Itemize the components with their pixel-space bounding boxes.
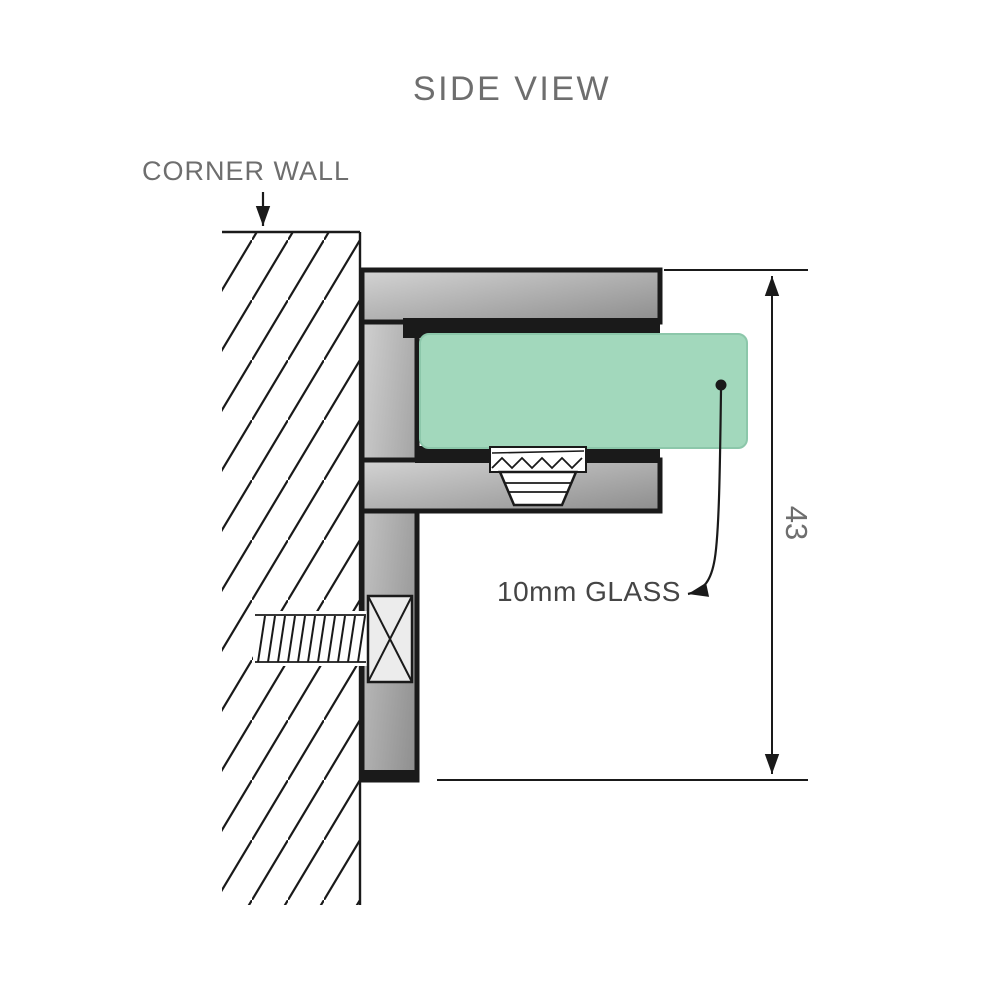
screw-thread xyxy=(277,615,286,663)
screw-thread xyxy=(347,615,356,663)
grub-screw-thread-zigzag xyxy=(491,456,583,470)
screw-thread xyxy=(267,615,276,663)
page-title: SIDE VIEW xyxy=(413,70,611,108)
corner-wall-label: CORNER WALL xyxy=(142,156,350,186)
leader-line xyxy=(687,389,723,597)
screw-thread xyxy=(337,615,346,663)
bracket-top-arm xyxy=(359,267,663,325)
grub-screw-cone xyxy=(498,470,578,507)
wall-hatching xyxy=(222,232,360,905)
spine-end-cap xyxy=(362,770,417,782)
screw-thread xyxy=(287,615,296,663)
screw-thread xyxy=(327,615,336,663)
screw-head-cross xyxy=(367,595,413,683)
screw-thread xyxy=(317,615,326,663)
corner-wall xyxy=(222,192,362,905)
dimension-label: 43 xyxy=(779,506,814,540)
linework xyxy=(222,192,808,905)
glass-label: 10mm GLASS xyxy=(497,576,681,607)
screw-thread xyxy=(357,615,366,663)
screw-thread xyxy=(257,615,266,663)
screw-thread xyxy=(307,615,316,663)
grub-screw-thread-line xyxy=(491,450,585,454)
glass-leader xyxy=(687,379,727,597)
dimension-43 xyxy=(437,269,808,781)
glass-panel xyxy=(419,333,748,449)
mounting-screw xyxy=(253,594,414,684)
leader-dot xyxy=(715,379,727,391)
screw-thread xyxy=(297,615,306,663)
bracket-spine xyxy=(359,267,420,783)
grub-screw xyxy=(489,446,587,507)
